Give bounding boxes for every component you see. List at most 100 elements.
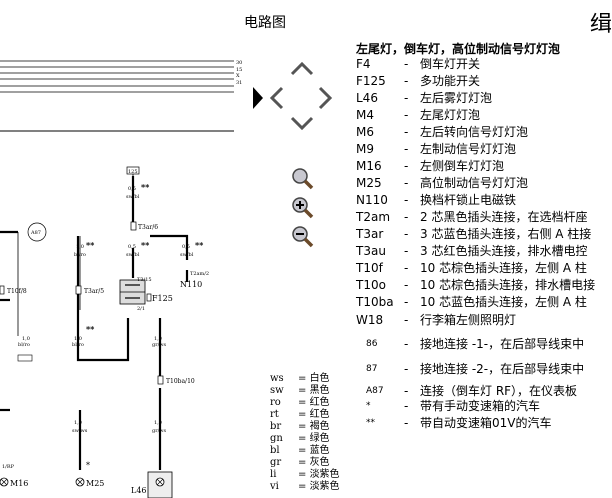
color-name: 褐色 <box>309 421 330 432</box>
wire-gauge: 0,5 <box>128 186 136 192</box>
wire-gauge: 1,0 <box>22 336 30 342</box>
wire-color: sw/ws <box>72 428 88 434</box>
legend-desc: 10 芯棕色插头连接，排水槽电接 <box>420 278 596 292</box>
color-name: 红色 <box>309 409 330 420</box>
rail-labels: 30 15 X 31 <box>236 60 242 86</box>
legend-desc: 倒车灯开关 <box>420 57 481 71</box>
legend-code: W18 <box>356 313 384 327</box>
legend-code: M6 <box>356 125 374 139</box>
legend-desc: 左尾灯灯泡 <box>420 108 481 122</box>
color-key-row: gr= 灰色 <box>270 457 330 468</box>
color-key-row: bl= 蓝色 <box>270 445 330 456</box>
legend-code: T3ar <box>356 227 384 241</box>
zoom-in-icon[interactable] <box>290 195 314 219</box>
legend-desc: 左后转向信号灯灯泡 <box>420 125 529 139</box>
legend-code: N110 <box>356 193 388 207</box>
svg-text:A87: A87 <box>30 230 41 236</box>
color-code: gr <box>270 457 282 468</box>
legend-code: T3au <box>356 244 386 258</box>
color-name: 淡紫色 <box>309 481 340 492</box>
connector-t125: 125 <box>126 166 140 175</box>
arrow-up-icon[interactable] <box>290 60 314 76</box>
color-code: ws <box>270 373 284 384</box>
connector-t10f: T10f/8 <box>0 285 27 295</box>
switch-f125: T3/15 2/1 F125 <box>119 277 173 312</box>
legend-code: M25 <box>356 176 382 190</box>
legend-code: F125 <box>356 74 386 88</box>
legend-desc: 接地连接 -2-，在后部导线束中 <box>420 362 585 376</box>
svg-text:M16: M16 <box>10 479 28 488</box>
terminal-block <box>17 354 33 362</box>
color-code: br <box>270 421 282 432</box>
power-rails <box>0 60 234 132</box>
marker: * <box>86 461 90 470</box>
color-key-row: gn= 绿色 <box>270 433 330 444</box>
bulb-m25: M25 <box>75 477 104 488</box>
color-code: bl <box>270 445 280 456</box>
play-icon[interactable] <box>252 86 264 110</box>
color-name: 灰色 <box>309 457 330 468</box>
wire-gauge: 0,5 <box>182 244 190 250</box>
svg-text:2/1: 2/1 <box>137 306 145 312</box>
wire-color-key: ws= 白色 sw= 黑色 ro= 红色 rt= 红色 br= 褐色 gn= 绿… <box>270 373 340 493</box>
legend-code: ** <box>366 418 375 428</box>
page-title: 电路图 <box>244 15 286 31</box>
wire-color: gr/ws <box>152 428 167 434</box>
legend-desc: 多功能开关 <box>420 74 481 88</box>
color-key-row: sw= 黑色 <box>270 385 330 396</box>
color-code: li <box>270 469 277 480</box>
legend-desc: 左制动信号灯灯泡 <box>420 142 517 156</box>
svg-text:T10f/8: T10f/8 <box>7 288 27 295</box>
connector-t2am: T2am/2 <box>190 271 209 277</box>
search-icon[interactable] <box>290 166 314 190</box>
color-name: 淡紫色 <box>309 469 340 480</box>
arrow-right-icon[interactable] <box>318 86 334 110</box>
legend-code: * <box>366 401 371 411</box>
color-code: sw <box>270 385 284 396</box>
legend-desc: 接地连接 -1-，在后部导线束中 <box>420 337 585 351</box>
color-key-row: ro= 红色 <box>270 397 330 408</box>
marker: ** <box>195 240 204 250</box>
wire-color: bl/ro <box>18 342 30 348</box>
connector-t3ar5: T3ar/5 <box>75 285 104 295</box>
legend-desc: 10 芯蓝色插头连接，左侧 A 柱 <box>420 295 587 309</box>
component-n110: N110 <box>180 280 202 289</box>
legend-desc: 带有手动变速箱的汽车 <box>420 399 541 413</box>
connector-t3ar: T3ar/6 <box>130 221 158 231</box>
arrow-left-icon[interactable] <box>268 86 284 110</box>
color-code: rt <box>270 409 279 420</box>
legend-desc: 左侧倒车灯灯泡 <box>420 159 505 173</box>
legend-code: T10o <box>356 278 386 292</box>
component-legend: F4-倒车灯开关 F125-多功能开关 L46-左后雾灯灯泡 M4-左尾灯灯泡 … <box>356 57 596 430</box>
legend-code: F4 <box>356 57 371 71</box>
legend-code: M4 <box>356 108 374 122</box>
color-name: 绿色 <box>309 433 330 444</box>
arrow-down-icon[interactable] <box>290 116 314 132</box>
svg-text:T3/15: T3/15 <box>137 277 152 283</box>
rail-label: 31 <box>236 80 242 86</box>
legend-code: M9 <box>356 142 374 156</box>
svg-text:T10ba/10: T10ba/10 <box>166 378 195 385</box>
rail-label: 30 <box>236 60 242 66</box>
connector-t10ba: T10ba/10 <box>157 375 195 385</box>
wires <box>0 176 189 470</box>
corner-title-fragment: 缉 <box>590 12 612 37</box>
legend-code: A87 <box>366 386 384 396</box>
legend-desc: 左后雾灯灯泡 <box>420 91 493 105</box>
legend-desc: 10 芯棕色插头连接，左侧 A 柱 <box>420 261 587 275</box>
legend-title: 左尾灯，倒车灯，高位制动信号灯灯泡 <box>356 42 561 56</box>
wire-color: bl/ro <box>74 252 86 258</box>
wire-gauge: 1,0 <box>154 336 162 342</box>
wire-color: sw/bl <box>126 194 140 200</box>
legend-desc: 连接（倒车灯 RF），在仪表板 <box>420 384 578 398</box>
zoom-out-icon[interactable] <box>290 224 314 248</box>
wire-gauge: 0,5 <box>128 244 136 250</box>
legend-code: 86 <box>366 339 378 349</box>
color-name: 红色 <box>309 397 330 408</box>
marker: ** <box>86 324 95 334</box>
wire-color: gr/ws <box>152 342 167 348</box>
svg-text:F125: F125 <box>152 294 173 303</box>
legend-code: L46 <box>356 91 378 105</box>
legend-desc: 2 芯黑色插头连接，在选档杆座 <box>420 210 588 224</box>
